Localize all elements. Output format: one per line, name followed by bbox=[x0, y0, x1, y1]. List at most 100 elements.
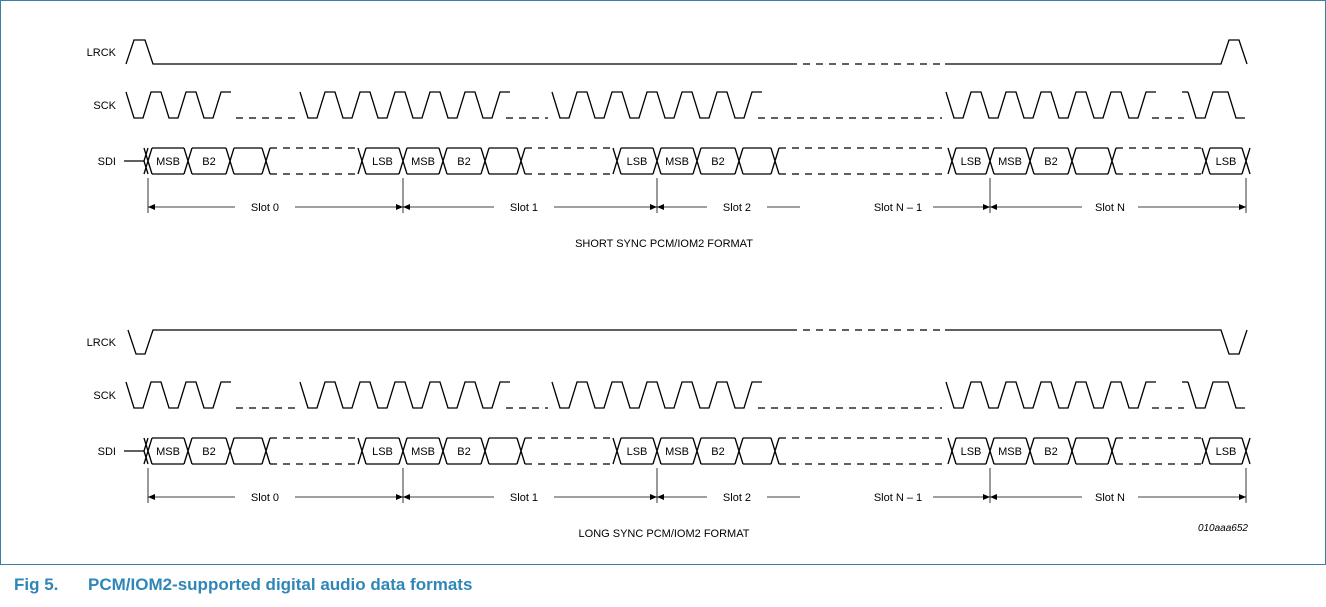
arrowhead bbox=[403, 494, 410, 500]
arrowhead bbox=[403, 204, 410, 210]
sdi-transition bbox=[652, 437, 662, 465]
sdi-transition bbox=[183, 147, 193, 175]
sdi-lsb-label: LSB bbox=[961, 446, 982, 458]
sdi-transition bbox=[143, 437, 153, 465]
sdi-msb bbox=[407, 437, 439, 465]
sdi-lsb-label: LSB bbox=[627, 156, 648, 168]
sdi-lsb bbox=[621, 147, 653, 175]
slot-1-label: Slot 1 bbox=[510, 492, 538, 504]
arrowhead bbox=[983, 204, 990, 210]
sdi-msb-label: MSB bbox=[411, 156, 435, 168]
arrowhead bbox=[990, 494, 997, 500]
sck-waveform bbox=[125, 91, 231, 119]
sdi-transition bbox=[612, 147, 622, 175]
sdi-b2-label: B2 bbox=[1044, 156, 1057, 168]
sdi-cell-continuation bbox=[525, 437, 613, 465]
sdi-lsb bbox=[621, 437, 653, 465]
figure-title: PCM/IOM2-supported digital audio data fo… bbox=[88, 575, 473, 594]
slot-n-label: Slot N bbox=[1095, 202, 1125, 214]
sdi-b2-label: B2 bbox=[711, 446, 724, 458]
lrck-waveform bbox=[125, 39, 790, 65]
sdi-msb-label: MSB bbox=[156, 446, 180, 458]
arrowhead bbox=[1239, 204, 1246, 210]
sck-waveform bbox=[125, 381, 231, 409]
arrowhead bbox=[148, 204, 155, 210]
sdi-b2-label: B2 bbox=[711, 156, 724, 168]
sck-waveform bbox=[299, 381, 510, 409]
arrowhead bbox=[396, 204, 403, 210]
long-sync-title: LONG SYNC PCM/IOM2 FORMAT bbox=[579, 528, 750, 540]
sdi-transition bbox=[357, 147, 367, 175]
sdi-msb bbox=[152, 147, 184, 175]
short-sync-title: SHORT SYNC PCM/IOM2 FORMAT bbox=[575, 238, 753, 250]
sdi-transition bbox=[692, 147, 702, 175]
arrowhead bbox=[650, 204, 657, 210]
sdi-cell-continuation bbox=[270, 437, 358, 465]
sdi-transition bbox=[1025, 437, 1035, 465]
figure-number: Fig 5. bbox=[14, 575, 59, 594]
sdi-b2 bbox=[192, 437, 226, 465]
slot-n-label: Slot N bbox=[1095, 492, 1125, 504]
sdi-b2 bbox=[1034, 147, 1068, 175]
sdi-cell bbox=[743, 147, 771, 175]
sck-label: SCK bbox=[93, 100, 116, 112]
slot-0-label: Slot 0 bbox=[251, 202, 279, 214]
lrck-label: LRCK bbox=[87, 47, 117, 59]
sck-waveform bbox=[1187, 91, 1245, 119]
sdi-cell-continuation bbox=[779, 147, 948, 175]
sdi-b2 bbox=[447, 437, 481, 465]
sdi-lsb bbox=[366, 147, 399, 175]
arrowhead bbox=[650, 494, 657, 500]
sdi-cell bbox=[743, 437, 771, 465]
sdi-cell-continuation bbox=[1116, 147, 1202, 175]
sdi-msb bbox=[152, 437, 184, 465]
sdi-msb-label: MSB bbox=[665, 156, 689, 168]
sdi-transition bbox=[1241, 147, 1251, 175]
slot-n-minus-1-label: Slot N – 1 bbox=[874, 202, 922, 214]
slot-n-minus-1-label: Slot N – 1 bbox=[874, 492, 922, 504]
sdi-transition bbox=[225, 147, 235, 175]
sdi-lsb bbox=[1210, 147, 1242, 175]
sdi-transition bbox=[734, 437, 744, 465]
sdi-cell-continuation bbox=[270, 147, 358, 175]
sck-waveform bbox=[945, 381, 1156, 409]
sdi-transition bbox=[734, 147, 744, 175]
slot-2-label: Slot 2 bbox=[723, 492, 751, 504]
sck-waveform bbox=[299, 91, 510, 119]
sdi-transition bbox=[480, 147, 490, 175]
sdi-transition bbox=[652, 147, 662, 175]
sdi-msb-label: MSB bbox=[156, 156, 180, 168]
sdi-transition bbox=[398, 147, 408, 175]
sdi-transition bbox=[438, 147, 448, 175]
sdi-transition bbox=[947, 147, 957, 175]
sdi-lsb bbox=[1210, 437, 1242, 465]
sdi-transition bbox=[770, 437, 780, 465]
sdi-transition bbox=[143, 147, 153, 175]
sck-waveform bbox=[551, 91, 762, 119]
sdi-msb-label: MSB bbox=[998, 156, 1022, 168]
sdi-transition bbox=[261, 147, 271, 175]
sdi-b2-label: B2 bbox=[202, 156, 215, 168]
sdi-b2 bbox=[447, 147, 481, 175]
lrck-label: LRCK bbox=[87, 337, 117, 349]
sdi-lsb bbox=[956, 147, 986, 175]
sdi-transition bbox=[480, 437, 490, 465]
lrck-waveform bbox=[945, 39, 1248, 65]
sdi-cell bbox=[1076, 437, 1108, 465]
arrowhead bbox=[1239, 494, 1246, 500]
sck-waveform bbox=[551, 381, 762, 409]
sdi-transition bbox=[1241, 437, 1251, 465]
sdi-transition bbox=[516, 437, 526, 465]
sdi-transition bbox=[1107, 437, 1117, 465]
sdi-transition bbox=[947, 437, 957, 465]
arrowhead bbox=[396, 494, 403, 500]
figure-caption: Fig 5. PCM/IOM2-supported digital audio d… bbox=[14, 575, 472, 595]
sdi-transition bbox=[985, 147, 995, 175]
sdi-lsb-label: LSB bbox=[372, 446, 393, 458]
sdi-msb bbox=[994, 437, 1026, 465]
lrck-waveform bbox=[127, 329, 790, 355]
sdi-lsb-label: LSB bbox=[1216, 156, 1237, 168]
sdi-b2 bbox=[701, 437, 735, 465]
